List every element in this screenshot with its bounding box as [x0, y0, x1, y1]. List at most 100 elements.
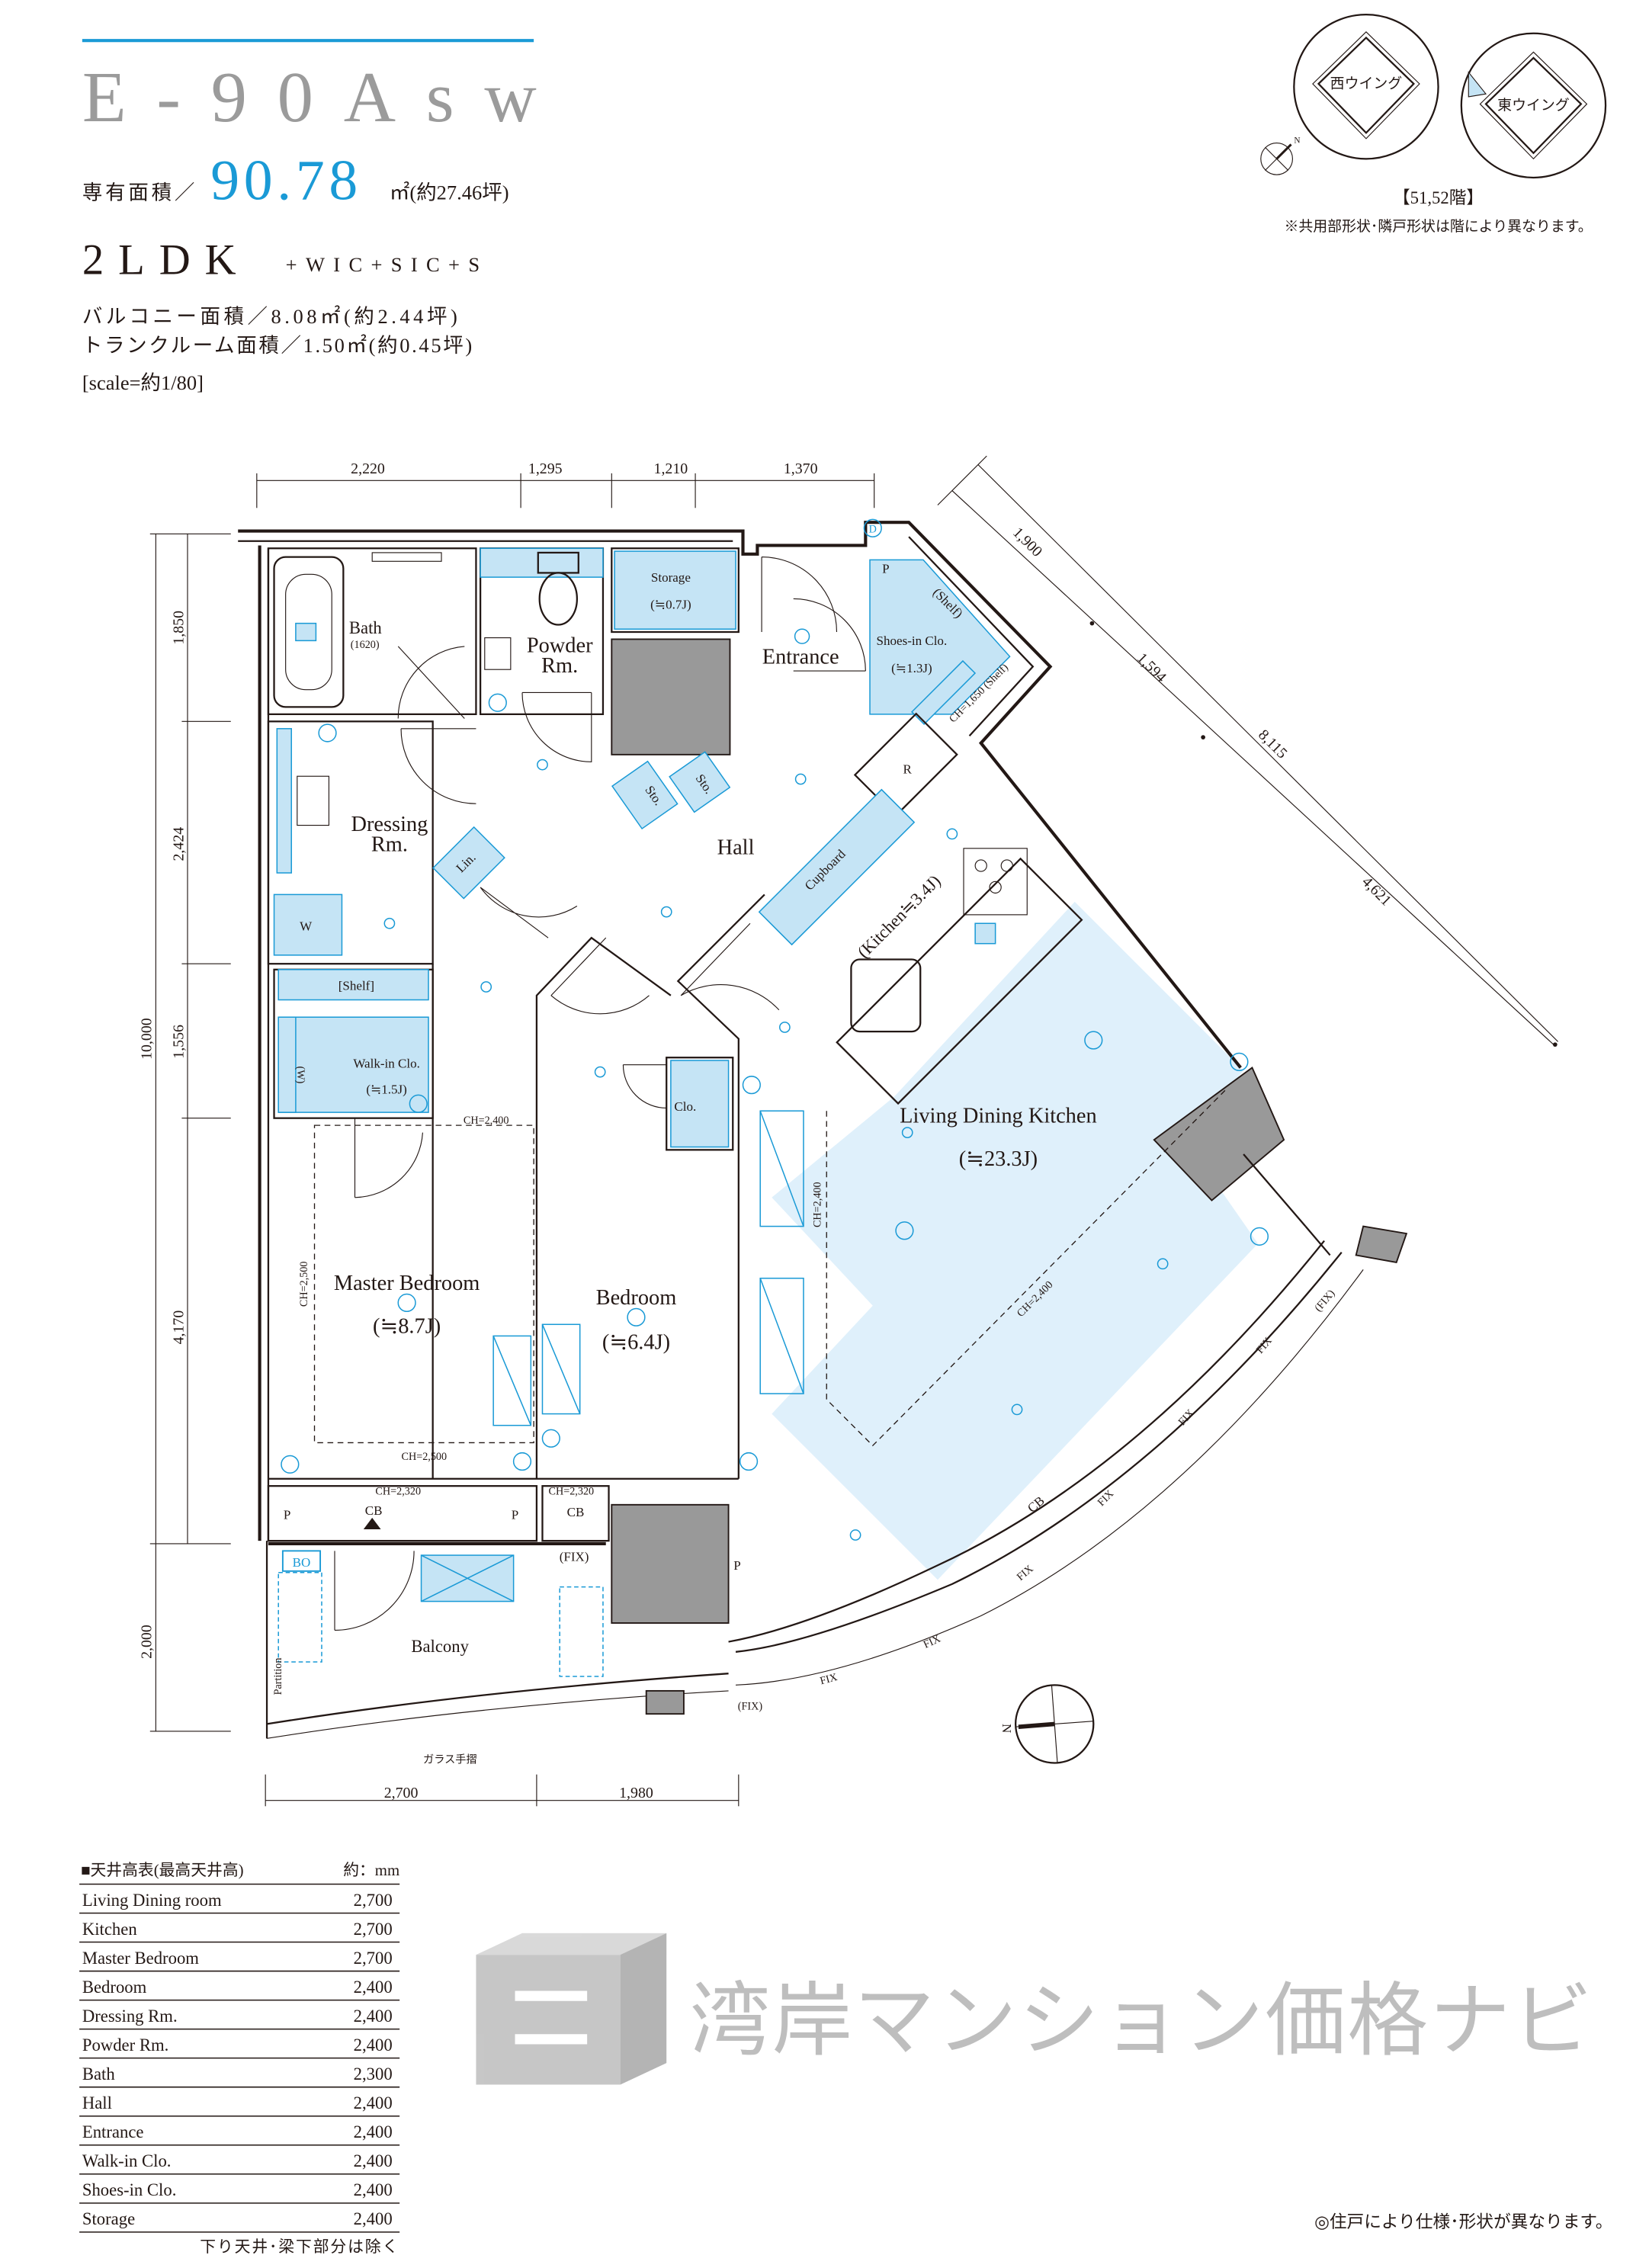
- dim-top-2: 1,295: [528, 460, 563, 477]
- label-ldk: Living Dining Kitchen: [900, 1104, 1097, 1128]
- ldk-floor-area: [772, 901, 1259, 1580]
- label-fix-7: (FIX): [738, 1700, 763, 1712]
- area-label: 専有面積／: [82, 181, 197, 204]
- table-room-name: Master Bedroom: [82, 1949, 199, 1968]
- table-row: Entrance 2,400: [79, 2122, 400, 2146]
- light-fixture-icons: [281, 518, 1269, 1541]
- table-room-name: Powder Rm.: [82, 2035, 168, 2055]
- table-row: Bath 2,300: [79, 2064, 400, 2088]
- table-room-name: Hall: [82, 2093, 112, 2112]
- dim-left-1: 1,850: [170, 611, 187, 645]
- table-room-name: Kitchen: [82, 1920, 137, 1939]
- label-fix-3: FIX: [1015, 1563, 1036, 1583]
- label-ldk-ch-1: CH=2,400: [812, 1182, 824, 1227]
- dim-bottom-1: 2,700: [384, 1785, 419, 1801]
- watermark-logo: [476, 1933, 667, 2085]
- label-washer: W: [300, 919, 313, 934]
- table-room-name: Dressing Rm.: [82, 2007, 178, 2026]
- scale-note: [scale=約1/80]: [82, 371, 204, 394]
- label-fix-1: FIX: [819, 1671, 839, 1687]
- label-bath-size: (1620): [351, 639, 380, 651]
- table-row: Living Dining room 2,700: [79, 1891, 400, 1914]
- dim-diag-3: 4,621: [1359, 874, 1394, 909]
- table-room-name: Walk-in Clo.: [82, 2151, 172, 2170]
- area-unit: ㎡(約27.46坪): [390, 181, 509, 204]
- label-wic-size: (≒1.5J): [366, 1083, 406, 1097]
- table-ceiling-height: 2,400: [354, 2180, 393, 2199]
- dim-bottom-2: 1,980: [619, 1785, 653, 1801]
- north-compass-icon: N: [999, 1684, 1095, 1764]
- table-ceiling-height: 2,400: [354, 2151, 393, 2170]
- label-fix-2: FIX: [922, 1633, 942, 1651]
- label-entrance: Entrance: [762, 646, 839, 669]
- watermark-text: 湾岸マンション価格ナビ: [689, 1974, 1593, 2068]
- table-room-name: Living Dining room: [82, 1891, 222, 1910]
- table-ceiling-height: 2,700: [354, 1891, 393, 1910]
- key-compass-icon: N: [1260, 136, 1301, 175]
- label-balcony: Balcony: [411, 1637, 469, 1656]
- kitchen-counter: [836, 857, 1083, 1105]
- east-wing-label: 東ウイング: [1497, 97, 1570, 114]
- doors: [334, 557, 866, 1631]
- trunk-room-area: トランクルーム面積／1.50㎡(約0.45坪): [82, 334, 474, 357]
- label-master-ch-1: CH=2,500: [298, 1261, 310, 1307]
- label-fix-6: FIX: [1254, 1335, 1275, 1356]
- label-ch2320-b: CH=2,320: [549, 1486, 595, 1498]
- table-ceiling-height: 2,400: [354, 2093, 393, 2112]
- label-master-size: (≒8.7J): [373, 1315, 441, 1339]
- label-shoes-size: (≒1.3J): [891, 661, 932, 675]
- label-p-3: P: [733, 1558, 740, 1573]
- west-wing-key: 西ウイング: [1293, 13, 1439, 160]
- dim-left-3: 1,556: [170, 1025, 187, 1059]
- label-storage-size: (≒0.7J): [650, 598, 691, 612]
- table-row: Walk-in Clo. 2,400: [79, 2151, 400, 2175]
- dim-top-4: 1,370: [784, 460, 818, 477]
- label-dressing-2: Rm.: [371, 833, 408, 857]
- label-cb-1: CB: [365, 1503, 383, 1518]
- label-dressing-1: Dressing: [351, 813, 428, 836]
- dim-left-4: 4,170: [170, 1310, 187, 1345]
- table-ceiling-height: 2,400: [354, 2122, 393, 2141]
- table-room-name: Bath: [82, 2064, 116, 2084]
- table-title: ■天井高表(最高天井高): [81, 1861, 244, 1879]
- label-master-ch-2: CH=2,500: [401, 1451, 447, 1463]
- table-ceiling-height: 2,400: [354, 2035, 393, 2055]
- label-p-1: P: [284, 1508, 290, 1522]
- table-ceiling-height: 2,300: [354, 2064, 393, 2084]
- table-ceiling-height: 2,400: [354, 1978, 393, 1997]
- dim-diag-total: 8,115: [1255, 727, 1291, 762]
- table-room-name: Bedroom: [82, 1978, 147, 1997]
- label-master: Master Bedroom: [334, 1272, 480, 1295]
- label-powder-2: Rm.: [541, 654, 578, 678]
- table-ceiling-height: 2,700: [354, 1920, 393, 1939]
- dim-left-total: 10,000: [139, 1018, 156, 1060]
- layout-extra: +WIC+SIC+S: [286, 253, 489, 276]
- table-ceiling-height: 2,400: [354, 2209, 393, 2228]
- key-plan: 西ウイング 東ウイング N 【51,52階】 ※共用部形状･隣戸形状は階により異…: [1260, 13, 1607, 235]
- label-hall: Hall: [717, 836, 755, 859]
- shaft: [611, 638, 731, 755]
- dim-left-2: 2,424: [170, 827, 187, 861]
- table-row: Dressing Rm.2,400: [79, 2007, 400, 2030]
- east-wing-key: 東ウイング: [1460, 32, 1607, 179]
- label-wic-shelf: [Shelf]: [338, 978, 374, 993]
- table-room-name: Entrance: [82, 2122, 144, 2141]
- table-row: Bedroom 2,400: [79, 1978, 400, 2001]
- label-partition: Partition: [272, 1658, 284, 1695]
- north-label: N: [999, 1724, 1014, 1733]
- footer-note: ◎住戸により仕様･形状が異なります。: [1314, 2212, 1612, 2231]
- label-fix-4: FIX: [1096, 1488, 1116, 1509]
- layout-type: 2LDK: [82, 236, 251, 284]
- label-cb-2: CB: [567, 1505, 585, 1519]
- unit-header: E-90Asw 専有面積／ 90.78 ㎡(約27.46坪) 2LDK +WIC…: [82, 39, 537, 394]
- key-plan-note: ※共用部形状･隣戸形状は階により異なります。: [1284, 218, 1592, 235]
- table-row: Powder Rm. 2,400: [79, 2035, 400, 2059]
- label-bath: Bath: [349, 618, 383, 637]
- area-value: 90.78: [210, 149, 362, 212]
- label-powder-1: Powder: [527, 634, 593, 657]
